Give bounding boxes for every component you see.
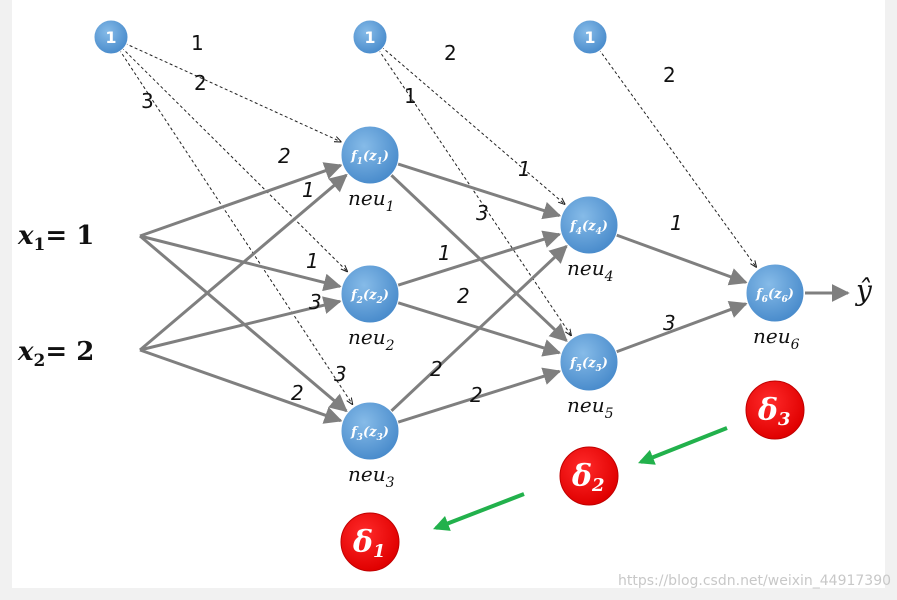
neuron-n6: f6(z6) — [745, 263, 805, 323]
edge-x1-to-n1 — [139, 162, 343, 238]
neuron-label-n3: neu3 — [348, 462, 395, 491]
edge-weight-label-x2-n3: 2 — [291, 381, 304, 405]
bias-weight-label-b2-n5: 1 — [404, 84, 417, 108]
bias-weight-label-b1-n2: 2 — [194, 71, 207, 95]
svg-text:δ2: δ2 — [571, 459, 605, 496]
bias-connection-b2-to-n4 — [381, 46, 564, 204]
bias-connection-b1-to-n2 — [121, 47, 348, 272]
edge-weight-label-n3-n4: 2 — [430, 357, 443, 381]
bias-connection-b1-to-n1 — [124, 42, 341, 142]
edge-n2-to-n4 — [369, 230, 562, 296]
edge-x2-to-n3 — [139, 348, 343, 424]
svg-text:δ1: δ1 — [352, 525, 386, 562]
neuron-label-n6: neu6 — [753, 324, 800, 353]
edge-n3-to-n5 — [369, 367, 562, 433]
svg-text:f4(z4): f4(z4) — [569, 219, 608, 237]
neuron-label-n2: neu2 — [348, 325, 395, 354]
edge-weight-label-n5-n6: 3 — [663, 311, 676, 335]
edge-weight-label-n2-n5: 2 — [457, 284, 470, 308]
delta-node-3: δ3 — [745, 380, 805, 440]
input-x1: x1= 1 — [17, 221, 94, 255]
labels-layer: 12321221133213122213neu1neu2neu3neu4neu5… — [141, 31, 800, 491]
bias-node-b1: 1 — [93, 19, 129, 55]
diagram-frame — [12, 0, 885, 588]
edge-weight-label-n1-n4: 1 — [518, 157, 531, 181]
neuron-n4: f4(z4) — [559, 195, 619, 255]
delta-node-1: δ1 — [340, 512, 400, 572]
svg-text:f6(z6): f6(z6) — [755, 287, 794, 305]
svg-text:f5(z5): f5(z5) — [569, 356, 608, 374]
edge-n1-to-n4 — [369, 153, 562, 220]
edge-n1-to-n5 — [368, 153, 568, 342]
input-x2: x2= 2 — [17, 337, 94, 371]
edge-weight-label-n4-n6: 1 — [670, 211, 683, 235]
backprop-arrow-delta2-to-delta1 — [433, 492, 525, 531]
edge-x2-to-n2 — [139, 296, 342, 352]
bias-connection-b1-to-n3 — [118, 49, 352, 405]
svg-text:1: 1 — [364, 28, 375, 47]
svg-text:f1(z1): f1(z1) — [350, 149, 389, 167]
svg-text:f3(z3): f3(z3) — [350, 425, 389, 443]
watermark-text: https://blog.csdn.net/weixin_44917390 — [618, 573, 891, 589]
edge-weight-label-n1-n5: 3 — [476, 201, 489, 225]
bias-connection-b3-to-n6 — [598, 48, 756, 267]
neuron-label-n4: neu4 — [567, 256, 614, 285]
edge-weight-label-n2-n4: 1 — [438, 241, 451, 265]
svg-text:f2(z2): f2(z2) — [350, 288, 389, 306]
backprop-arrow-delta3-to-delta2 — [638, 426, 728, 465]
edge-weight-label-x1-n1: 2 — [278, 144, 291, 168]
neuron-label-n5: neu5 — [567, 393, 614, 422]
neuron-n5: f5(z5) — [559, 332, 619, 392]
edge-weight-label-x1-n3: 3 — [334, 362, 347, 386]
neuron-n3: f3(z3) — [340, 401, 400, 461]
bias-weight-label-b3-n6: 2 — [663, 63, 676, 87]
edge-weight-label-x2-n1: 1 — [302, 178, 315, 202]
bias-connections — [118, 42, 756, 405]
edge-weight-label-x1-n2: 1 — [306, 249, 319, 273]
edge-n3-to-n4 — [368, 245, 568, 433]
weighted-connections — [139, 153, 748, 433]
edge-n2-to-n5 — [369, 292, 562, 357]
delta-node-2: δ2 — [559, 446, 619, 506]
neuron-n2: f2(z2) — [340, 264, 400, 324]
nodes-layer: 1 1 1 f1(z1) f2(z2) f3(z3) f4(z4) f5(z5) f6(z6) — [93, 19, 805, 461]
bias-connection-b2-to-n5 — [377, 49, 571, 335]
edge-weight-label-x2-n2: 3 — [309, 290, 322, 314]
bias-node-b3: 1 — [572, 19, 608, 55]
neuron-label-n1: neu1 — [348, 186, 395, 215]
neuron-n1: f1(z1) — [340, 125, 400, 185]
bias-node-b2: 1 — [352, 19, 388, 55]
edge-x1-to-n3 — [139, 234, 348, 413]
edge-weight-label-n3-n5: 2 — [470, 383, 483, 407]
edge-x1-to-n2 — [139, 234, 342, 292]
bias-weight-label-b1-n3: 3 — [141, 89, 154, 113]
svg-text:δ3: δ3 — [757, 393, 791, 430]
output-y-hat: ŷ — [854, 274, 873, 307]
svg-text:1: 1 — [584, 28, 595, 47]
bias-weight-label-b1-n1: 1 — [191, 31, 204, 55]
svg-text:1: 1 — [105, 28, 116, 47]
bias-weight-label-b2-n4: 2 — [444, 41, 457, 65]
